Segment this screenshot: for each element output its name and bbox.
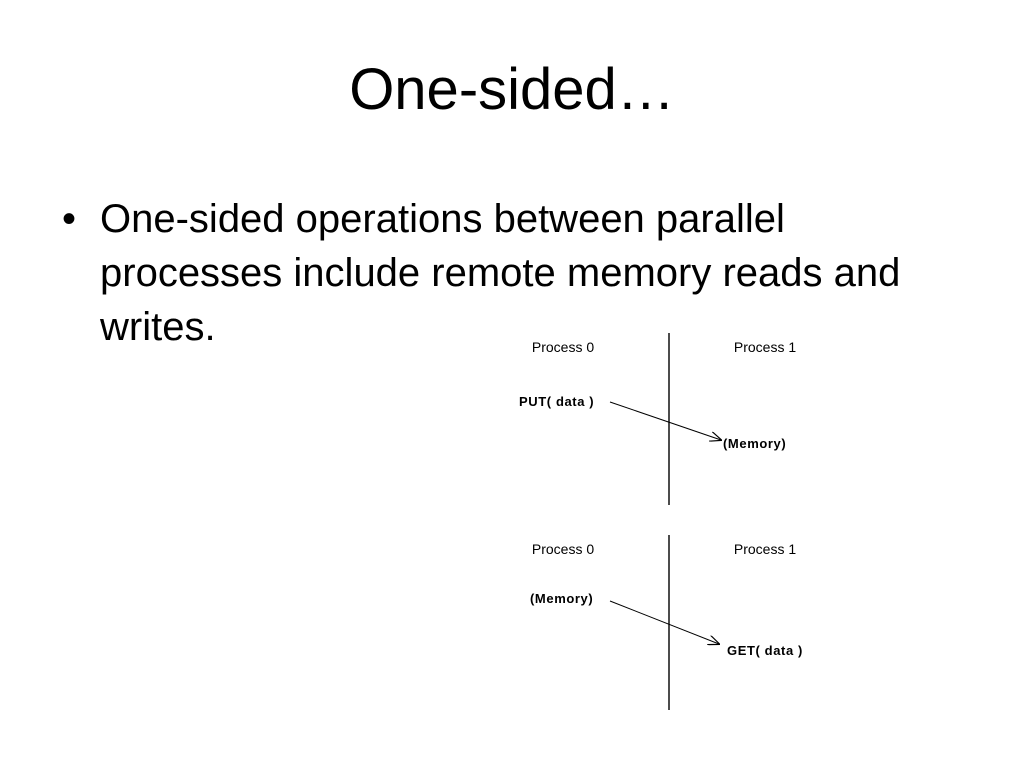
slide-title: One-sided…	[349, 57, 675, 122]
put-process1-header: Process 1	[734, 339, 796, 355]
put-data-label: PUT( data )	[519, 394, 594, 409]
bullet-item: • One-sided operations between parallel …	[62, 192, 942, 354]
get-diagram: Process 0 Process 1 (Memory) GET( data )	[530, 535, 803, 710]
get-data-label: GET( data )	[727, 643, 803, 658]
bullet-marker: •	[62, 197, 77, 241]
get-arrow	[609, 600, 719, 644]
put-arrow	[609, 401, 721, 440]
bullet-text: One-sided operations between parallel pr…	[100, 197, 901, 349]
put-diagram: Process 0 Process 1 PUT( data ) (Memory)	[519, 333, 796, 505]
bullet-list: • One-sided operations between parallel …	[62, 192, 942, 354]
put-process0-header: Process 0	[532, 339, 594, 355]
one-sided-diagram: Process 0 Process 1 PUT( data ) (Memory)…	[519, 333, 803, 710]
put-memory-label: (Memory)	[723, 436, 786, 451]
get-memory-label: (Memory)	[530, 591, 593, 606]
get-process1-header: Process 1	[734, 541, 796, 557]
get-process0-header: Process 0	[532, 541, 594, 557]
